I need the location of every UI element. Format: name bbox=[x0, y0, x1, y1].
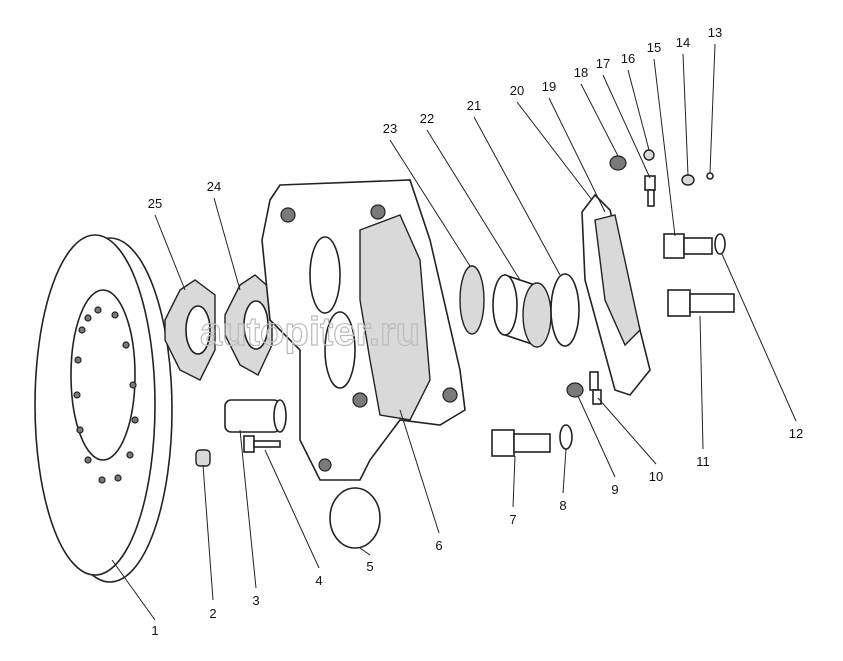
callout-23: 23 bbox=[383, 121, 397, 136]
part-ring-5 bbox=[329, 487, 381, 549]
callout-18: 18 bbox=[574, 65, 588, 80]
part-washer-8 bbox=[559, 424, 573, 450]
part-sleeve-3 bbox=[224, 399, 287, 433]
callout-11: 11 bbox=[696, 454, 710, 469]
part-seal-23 bbox=[459, 265, 485, 335]
callout-15: 15 bbox=[647, 40, 661, 55]
watermark: autopiter.ru bbox=[200, 310, 420, 354]
part-bolt-15 bbox=[663, 233, 713, 259]
callout-labels: 1 2 3 4 5 6 7 8 9 10 11 12 13 14 15 16 1… bbox=[148, 25, 803, 638]
part-adjuster-24 bbox=[224, 274, 273, 376]
part-bolt-7 bbox=[491, 429, 551, 457]
callout-10: 10 bbox=[649, 469, 663, 484]
part-16 bbox=[643, 149, 655, 161]
callout-17: 17 bbox=[596, 56, 610, 71]
part-adjuster-25 bbox=[164, 279, 216, 381]
callout-5: 5 bbox=[366, 559, 373, 574]
callout-19: 19 bbox=[542, 79, 556, 94]
part-piston-22 bbox=[492, 273, 552, 348]
part-ring-21 bbox=[550, 273, 580, 347]
part-nut-9 bbox=[566, 382, 584, 398]
callout-24: 24 bbox=[207, 179, 221, 194]
callout-16: 16 bbox=[621, 51, 635, 66]
callout-22: 22 bbox=[420, 111, 434, 126]
part-pin-2 bbox=[195, 449, 211, 467]
callout-7: 7 bbox=[509, 512, 516, 527]
part-18 bbox=[609, 155, 627, 171]
part-brake-disc bbox=[34, 234, 173, 583]
callout-4: 4 bbox=[315, 573, 322, 588]
callout-25: 25 bbox=[148, 196, 162, 211]
callout-20: 20 bbox=[510, 83, 524, 98]
part-caliper-6 bbox=[261, 179, 466, 481]
callout-14: 14 bbox=[676, 35, 690, 50]
part-brake-pad bbox=[581, 193, 651, 396]
callout-3: 3 bbox=[252, 593, 259, 608]
callout-12: 12 bbox=[789, 426, 803, 441]
part-bolt-17 bbox=[644, 175, 656, 207]
callout-2: 2 bbox=[209, 606, 216, 621]
part-bolt-4 bbox=[243, 435, 281, 453]
callout-13: 13 bbox=[708, 25, 722, 40]
part-screw-10 bbox=[589, 371, 602, 405]
callout-6: 6 bbox=[435, 538, 442, 553]
part-washer-12 bbox=[714, 233, 726, 255]
callout-8: 8 bbox=[559, 498, 566, 513]
part-14 bbox=[681, 174, 695, 186]
part-bolt-11 bbox=[667, 289, 735, 317]
callout-21: 21 bbox=[467, 98, 481, 113]
part-13 bbox=[706, 172, 714, 180]
leader-lines bbox=[111, 43, 797, 621]
callout-9: 9 bbox=[611, 482, 618, 497]
callout-1: 1 bbox=[151, 623, 158, 638]
